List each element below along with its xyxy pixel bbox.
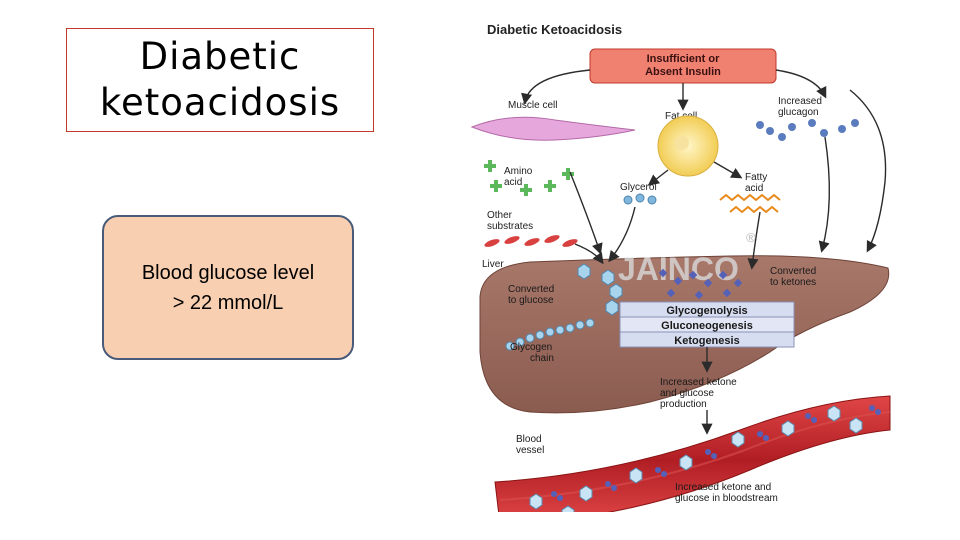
arrow-substrates-to-liver <box>574 243 604 265</box>
amino-acid-label-2: acid <box>504 177 522 188</box>
arrow-glycerol-to-liver <box>608 206 636 263</box>
converted-glucose-label-1: Converted <box>508 284 554 295</box>
blood-vessel-label-1: Blood <box>516 434 542 445</box>
slide-title-line2: ketoacidosis <box>99 81 341 124</box>
converted-glucose-label-2: to glucose <box>508 295 554 306</box>
production-label-1: Increased ketone <box>660 377 737 388</box>
amino-acid-label-1: Amino <box>504 166 533 177</box>
fatty-acid-label-2: acid <box>745 183 763 194</box>
other-substrates-label-1: Other <box>487 210 513 221</box>
arrow-amino-to-liver <box>569 171 603 255</box>
gluconeogenesis-label: Gluconeogenesis <box>661 320 753 332</box>
amino-acid-crosses <box>484 160 574 196</box>
bloodstream-label-1: Increased ketone and <box>675 482 771 493</box>
ketone-dots-liver <box>658 268 743 300</box>
arrow-to-glycerol <box>647 169 669 186</box>
converted-ketones-label-1: Converted <box>770 266 816 277</box>
arrow-glucagon-to-liver <box>818 136 831 253</box>
production-label-3: production <box>660 399 707 410</box>
fatty-acid-chain-2 <box>729 205 779 214</box>
arrow-insulin-to-liver <box>849 89 887 253</box>
muscle-cell-label: Muscle cell <box>508 100 557 111</box>
glycerol-label: Glycerol <box>620 182 657 193</box>
slide-title-box: Diabetic ketoacidosis <box>66 28 374 132</box>
ketone-dots-vessel <box>551 405 881 501</box>
diagram-title: Diabetic Ketoacidosis <box>487 22 622 37</box>
glucose-level-line1: Blood glucose level <box>141 261 315 284</box>
blood-vessel-label-2: vessel <box>516 445 544 456</box>
production-label-2: and glucose <box>660 388 714 399</box>
glycogen-chain-label-2: chain <box>530 353 554 364</box>
other-substrates-label-2: substrates <box>487 221 533 232</box>
liver-label: Liver <box>482 259 504 270</box>
watermark-registered: ® <box>746 230 756 245</box>
insulin-line2: Absent Insulin <box>645 66 721 78</box>
arrow-fatty-acid-to-liver <box>747 211 761 270</box>
insulin-line1: Insufficient or <box>647 53 720 65</box>
fatty-acid-chain-1 <box>719 193 781 202</box>
glycogen-chain <box>505 318 595 351</box>
arrow-to-fatty-acid <box>713 161 743 179</box>
glycogen-chain-label-1: Glycogen <box>510 342 552 353</box>
glucose-level-line2: > 22 mmol/L <box>172 291 284 314</box>
glycerol-dots <box>623 193 657 205</box>
arrow-to-muscle <box>521 69 591 105</box>
glucose-level-box: Blood glucose level > 22 mmol/L <box>102 215 354 360</box>
ketogenesis-label: Ketogenesis <box>674 335 739 347</box>
muscle-cell-shape <box>470 116 636 141</box>
other-substrates-shapes <box>484 235 578 247</box>
bloodstream-label-2: glucose in bloodstream <box>675 493 778 504</box>
glycogenolysis-label: Glycogenolysis <box>666 305 747 317</box>
fatty-acid-label-1: Fatty <box>745 172 767 183</box>
glucose-hexagons-liver <box>577 263 623 316</box>
glucagon-dots <box>756 119 859 141</box>
glucose-hexagons-vessel <box>529 405 863 512</box>
glucagon-label-1: Increased <box>778 96 822 107</box>
slide-title-line1: Diabetic <box>139 35 301 78</box>
glucagon-label-2: glucagon <box>778 107 819 118</box>
blood-vessel-highlight <box>499 411 891 501</box>
arrow-to-glucagon <box>775 69 827 99</box>
converted-ketones-label-2: to ketones <box>770 277 816 288</box>
dka-diagram: Diabetic Ketoacidosis Insufficient or Ab… <box>470 22 891 512</box>
fat-cell-nucleus <box>675 136 689 150</box>
